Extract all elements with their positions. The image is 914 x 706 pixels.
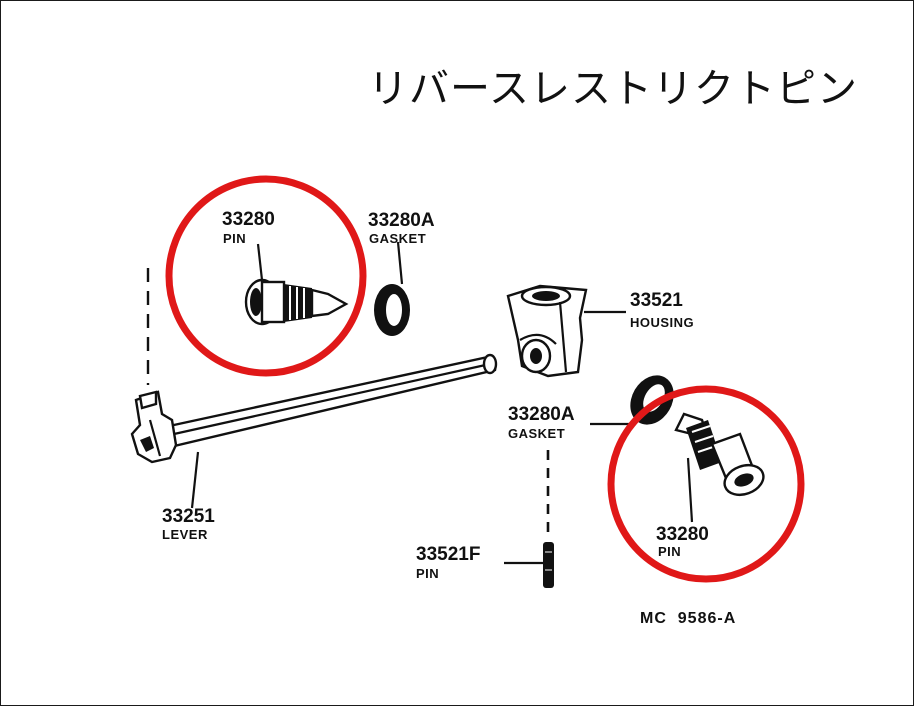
highlight-circle-right <box>607 385 805 583</box>
pin-f-part <box>543 542 554 588</box>
pin-right-number: 33280 <box>656 524 709 545</box>
page-title: リバースレストリクトピン <box>368 66 858 112</box>
pin-right-name: PIN <box>658 544 681 559</box>
lever-part <box>130 353 498 464</box>
gasket-top-part <box>374 284 410 336</box>
pin-right-part <box>674 412 765 497</box>
pin-top-leader <box>256 243 264 281</box>
gasket-top-name: GASKET <box>369 231 426 246</box>
pin-right-leader <box>686 457 694 523</box>
lever-name: LEVER <box>162 527 208 542</box>
housing-part <box>506 284 588 378</box>
pin-top-part <box>244 278 349 326</box>
pin-top-number: 33280 <box>222 209 275 230</box>
lever-leader <box>190 451 200 509</box>
gasket-top-leader <box>396 241 404 285</box>
gasket-mid-name: GASKET <box>508 426 565 441</box>
gasket-mid-number: 33280A <box>508 404 575 425</box>
highlight-circle-top <box>165 175 367 377</box>
lever-number: 33251 <box>162 506 215 527</box>
housing-name: HOUSING <box>630 315 694 330</box>
gasket-top-number: 33280A <box>368 210 435 231</box>
diagram-code: MC 9586-A <box>640 610 736 627</box>
pin-f-name: PIN <box>416 566 439 581</box>
housing-number: 33521 <box>630 290 683 311</box>
pin-f-number: 33521F <box>416 544 480 565</box>
pin-top-name: PIN <box>223 231 246 246</box>
